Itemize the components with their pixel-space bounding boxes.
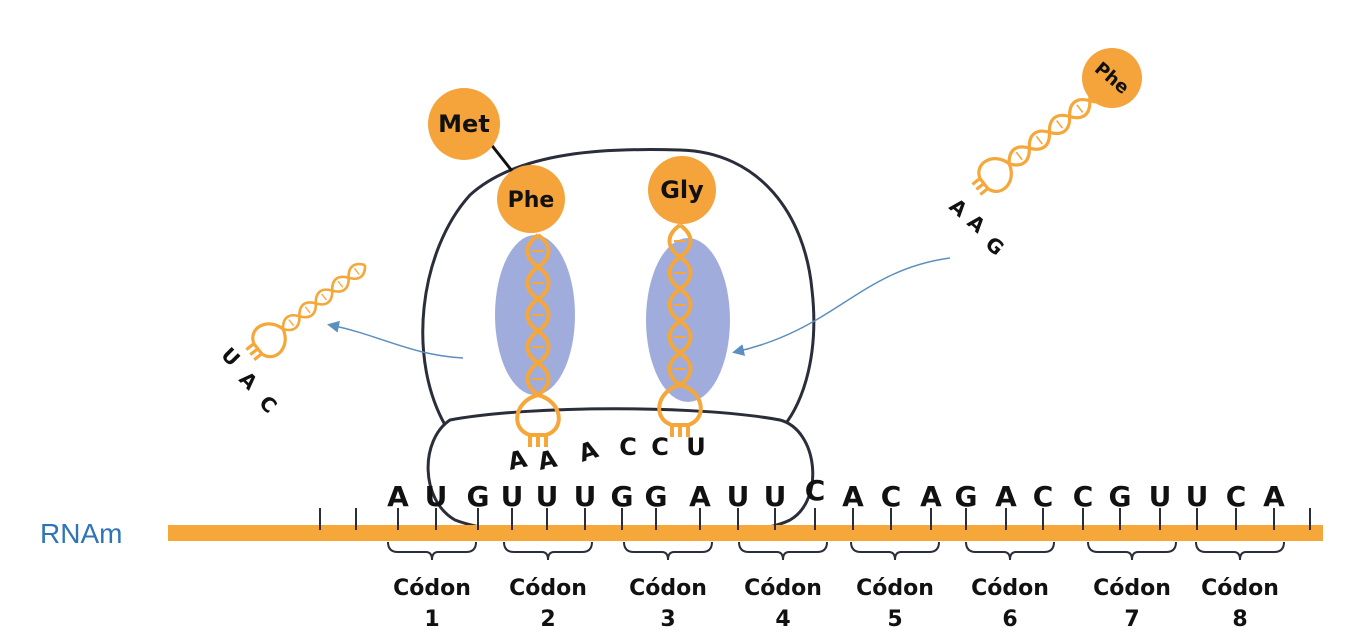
- codon-brace: [850, 541, 940, 561]
- mrna-base: A: [689, 480, 711, 513]
- anticodon-letter: U: [686, 433, 706, 461]
- codon-brace: [1195, 541, 1285, 561]
- mrna-base: A: [1263, 480, 1285, 513]
- mrna-base: U: [425, 480, 448, 513]
- codon-number: 5: [887, 607, 902, 632]
- arrow-to-a-site: [732, 257, 951, 356]
- codon-word: Códon: [629, 576, 707, 601]
- codon-brace: [1087, 541, 1177, 561]
- anticodon-letter: U: [216, 343, 244, 371]
- codon-number: 6: [1002, 607, 1017, 632]
- anticodon-incoming: A A G: [945, 193, 1009, 260]
- codon-number: 1: [424, 607, 439, 632]
- mrna-base: A: [920, 480, 942, 513]
- amino-gly-label: Gly: [660, 176, 704, 204]
- codon-brace: [387, 541, 477, 561]
- mrna-base: U: [1149, 480, 1172, 513]
- arrow-exit: [327, 320, 464, 359]
- codon-word: Códon: [971, 576, 1049, 601]
- mrna-base: C: [1073, 480, 1094, 513]
- a-site: [646, 238, 730, 402]
- mrna-strand: [168, 525, 1323, 541]
- amino-phe-p-label: Phe: [508, 188, 555, 213]
- anticodon-letter: C: [651, 433, 669, 461]
- codon-word: Códon: [393, 576, 471, 601]
- codon-word: Códon: [744, 576, 822, 601]
- codon-number: 4: [775, 607, 790, 632]
- anticodon-letter: C: [254, 391, 281, 418]
- codon-braces: [387, 541, 1285, 561]
- amino-phe-p: Phe: [497, 165, 565, 233]
- codon-word: Códon: [1093, 576, 1171, 601]
- anticodon-letter: C: [619, 433, 637, 461]
- amino-gly: Gly: [648, 156, 716, 224]
- codon-number: 8: [1232, 607, 1247, 632]
- mrna-base: U: [501, 480, 524, 513]
- anticodon-letter: G: [981, 231, 1009, 260]
- codon-number: 7: [1124, 607, 1139, 632]
- mrna-base: U: [764, 480, 787, 513]
- codon-word: Códon: [1201, 576, 1279, 601]
- mrna-base: G: [467, 480, 490, 513]
- mrna-base: U: [574, 480, 597, 513]
- codon-brace: [503, 541, 593, 561]
- codon-labels: Códon 1 Códon 2 Códon 3 Códon 4 Códon 5 Códon 6 Códo…: [393, 576, 1279, 632]
- mrna-base: U: [727, 480, 750, 513]
- anticodon-letter: A: [945, 193, 973, 222]
- anticodon-letter: A: [963, 209, 991, 238]
- mrna-base: C: [1033, 480, 1054, 513]
- mrna-base: C: [805, 474, 826, 507]
- mrna-base: C: [881, 480, 902, 513]
- codon-number: 3: [660, 607, 675, 632]
- mrna-base: U: [1186, 480, 1209, 513]
- codon-word: Códon: [856, 576, 934, 601]
- ribosome-small-subunit: [426, 407, 815, 541]
- trna-exiting: [238, 258, 371, 370]
- mrna-base: C: [1226, 480, 1247, 513]
- mrna-base: A: [387, 480, 409, 513]
- mrna-label: RNAm: [40, 518, 122, 549]
- amino-phe-incoming: Phe: [1082, 48, 1142, 108]
- mrna-ticks: [319, 508, 1311, 530]
- mrna-base: G: [611, 480, 634, 513]
- mrna-base: A: [995, 480, 1017, 513]
- ribosome-large-subunit: [421, 148, 816, 432]
- amino-met: Met: [428, 88, 500, 160]
- anticodon-letter: A: [234, 367, 262, 395]
- mrna-base: G: [955, 480, 978, 513]
- mrna-base: U: [536, 480, 559, 513]
- mrna-base: A: [842, 480, 864, 513]
- codon-brace: [738, 541, 828, 561]
- mrna-base: G: [1109, 480, 1132, 513]
- amino-met-label: Met: [438, 110, 490, 138]
- codon-brace: [623, 541, 713, 561]
- anticodon-a-site: C C U: [619, 433, 706, 461]
- codon-number: 2: [540, 607, 555, 632]
- anticodon-exiting: U A C: [216, 343, 281, 418]
- mrna-base: G: [645, 480, 668, 513]
- codon-word: Códon: [509, 576, 587, 601]
- codon-brace: [965, 541, 1055, 561]
